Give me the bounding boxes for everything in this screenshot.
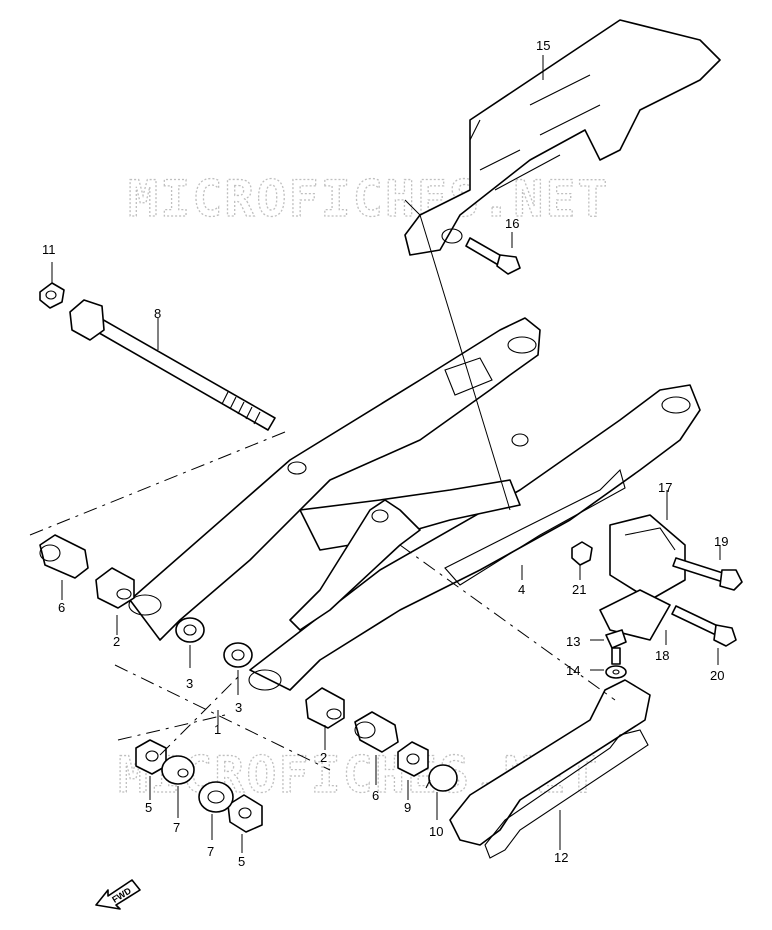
- callout-6-left: 6: [58, 600, 65, 615]
- plate-part-18[interactable]: [599, 589, 671, 641]
- callout-6-right: 6: [372, 788, 379, 803]
- nut-part-11[interactable]: [39, 282, 65, 309]
- cap-part-10[interactable]: [425, 764, 458, 792]
- callout-10: 10: [429, 824, 443, 839]
- callout-1: 1: [214, 722, 221, 737]
- callouts: 15 16 11 8 17 19 4 21 13 18 14 20 6 2 3 …: [42, 38, 728, 869]
- seal-part-3-left[interactable]: [175, 617, 205, 643]
- leader-lines: [51, 55, 721, 853]
- callout-15: 15: [536, 38, 550, 53]
- callout-3-left: 3: [186, 676, 193, 691]
- bolt-part-20[interactable]: [671, 605, 737, 647]
- bearing-part-2-left[interactable]: [95, 567, 135, 609]
- bearing-part-2-right[interactable]: [305, 687, 345, 729]
- callout-7-left: 7: [173, 820, 180, 835]
- bushing-part-6-left[interactable]: [39, 534, 89, 579]
- callout-12: 12: [554, 850, 568, 865]
- callout-11: 11: [42, 242, 56, 257]
- bolt-part-21[interactable]: [571, 541, 593, 566]
- chain-slider-part-12[interactable]: [449, 679, 651, 859]
- swingarm-part-4[interactable]: [128, 317, 701, 691]
- callout-3-right: 3: [235, 700, 242, 715]
- callout-2-left: 2: [113, 634, 120, 649]
- fwd-arrow-icon: FWD: [95, 879, 141, 910]
- nut-part-9[interactable]: [397, 741, 429, 777]
- callout-7-right: 7: [207, 844, 214, 859]
- washer-part-14[interactable]: [605, 665, 627, 679]
- washer-part-7-left[interactable]: [161, 755, 195, 785]
- bolt-part-19[interactable]: [672, 557, 743, 591]
- callout-2-right: 2: [320, 750, 327, 765]
- callout-21: 21: [572, 582, 586, 597]
- callout-4: 4: [518, 582, 525, 597]
- callout-14: 14: [566, 663, 580, 678]
- alignment-lines: [29, 429, 616, 771]
- watermark-top: MICROFICHES.NET: [128, 170, 610, 228]
- pivot-shaft-part-8[interactable]: [69, 299, 276, 431]
- chain-adjuster-part-17[interactable]: [609, 514, 686, 601]
- callout-18: 18: [655, 648, 669, 663]
- callout-19: 19: [714, 534, 728, 549]
- callout-5-right: 5: [238, 854, 245, 869]
- collar-part-5-right[interactable]: [227, 794, 263, 833]
- callout-17: 17: [658, 480, 672, 495]
- callout-9: 9: [404, 800, 411, 815]
- bushing-part-6-right[interactable]: [354, 711, 399, 753]
- callout-8: 8: [154, 306, 161, 321]
- seal-part-3-right[interactable]: [223, 642, 253, 668]
- callout-13: 13: [566, 634, 580, 649]
- chain-guard-part-15[interactable]: [404, 19, 721, 256]
- callout-5-left: 5: [145, 800, 152, 815]
- callout-20: 20: [710, 668, 724, 683]
- washer-part-7-right[interactable]: [198, 781, 234, 813]
- bolt-part-13[interactable]: [605, 629, 627, 665]
- bolt-part-16[interactable]: [465, 237, 521, 275]
- callout-16: 16: [505, 216, 519, 231]
